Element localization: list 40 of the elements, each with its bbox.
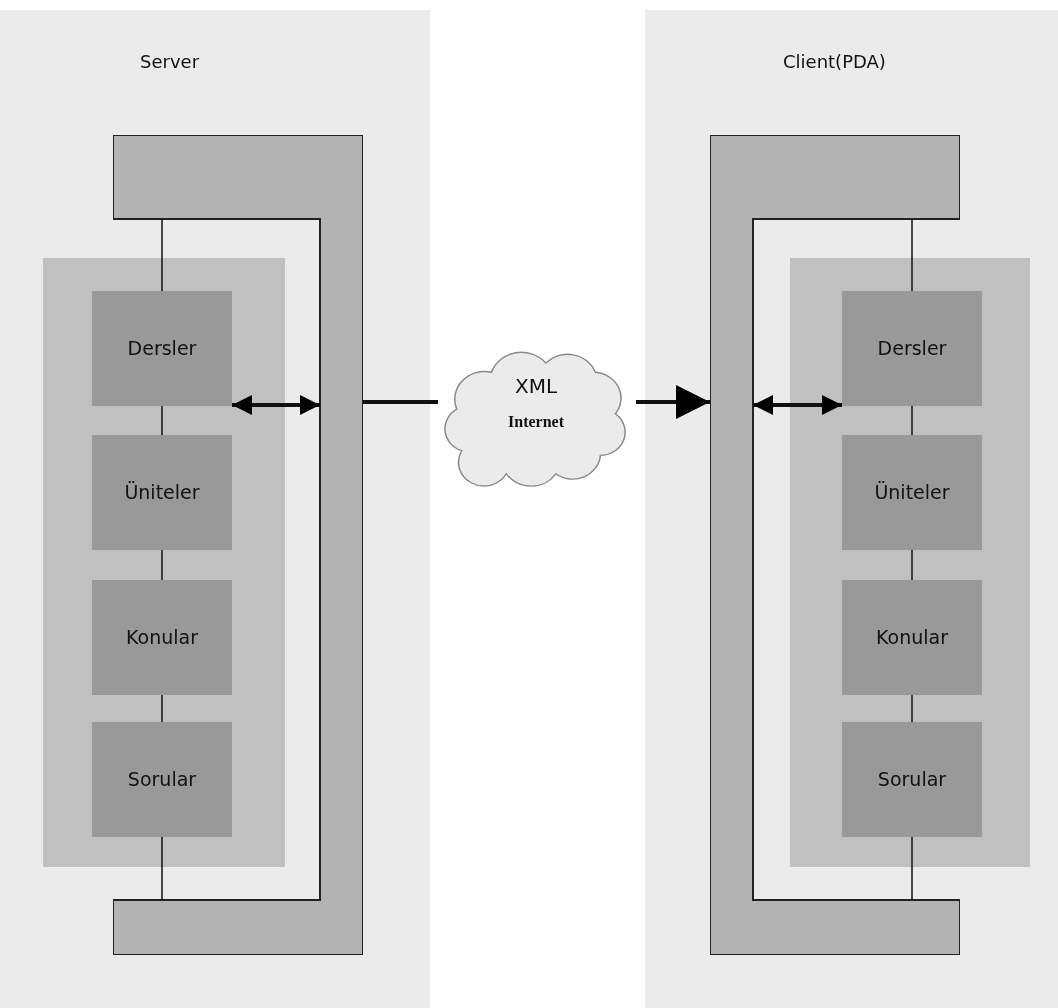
connector-line [161, 549, 163, 581]
arrow [636, 385, 710, 419]
panel-title: Server [140, 50, 200, 74]
process-box [92, 580, 232, 695]
arrow [232, 395, 320, 415]
side-panel [645, 10, 1058, 1008]
process-box [92, 722, 232, 837]
process-box [842, 291, 982, 406]
bus-frame [113, 135, 363, 955]
cloud-label: XML [513, 374, 559, 398]
process-box [92, 435, 232, 550]
connector-line [161, 836, 163, 901]
connector-line [911, 836, 913, 901]
group-panel [790, 258, 1030, 867]
panel-title: Client(PDA) [783, 50, 886, 74]
process-box [842, 722, 982, 837]
side-panel [0, 10, 430, 1008]
connector-line [363, 400, 438, 404]
connector-line [911, 694, 913, 723]
process-box [92, 291, 232, 406]
box-label: Üniteler [124, 480, 200, 506]
connector-line [161, 218, 163, 292]
box-label: Konular [876, 625, 948, 651]
box-label: Sorular [127, 767, 197, 793]
connector-line [161, 694, 163, 723]
arrow [753, 395, 842, 415]
box-label: Üniteler [874, 480, 950, 506]
process-box [842, 580, 982, 695]
process-box [842, 435, 982, 550]
connector-line [911, 405, 913, 436]
box-label: Konular [126, 625, 198, 651]
connector-line [911, 549, 913, 581]
connector-line [911, 218, 913, 292]
box-label: Sorular [877, 767, 947, 793]
connector-line [161, 405, 163, 436]
cloud-label: Internet [507, 412, 565, 432]
group-panel [43, 258, 285, 867]
box-label: Dersler [127, 336, 197, 362]
bus-frame [710, 135, 960, 955]
box-label: Dersler [877, 336, 947, 362]
